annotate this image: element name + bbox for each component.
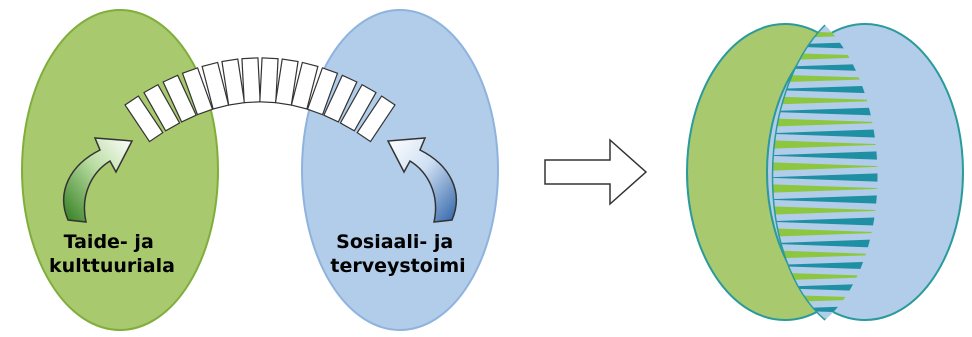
zigzag-stripe bbox=[772, 151, 878, 160]
bridge-segment bbox=[241, 57, 261, 104]
bridge-segment bbox=[181, 67, 214, 116]
zigzag-stripe bbox=[772, 107, 878, 116]
left-domain-label-line2: kulttuuriala bbox=[49, 255, 175, 277]
bridge-segment bbox=[201, 61, 230, 110]
transition-arrow bbox=[544, 138, 648, 206]
right-domain-ellipse bbox=[301, 9, 499, 331]
overlap-lens-outline bbox=[771, 24, 826, 321]
bridge-segment bbox=[259, 57, 279, 104]
right-domain-label-line2: terveystoimi bbox=[330, 255, 465, 277]
bridge-segment bbox=[221, 58, 246, 106]
bridge-connector bbox=[124, 57, 396, 143]
left-curved-arrow bbox=[63, 137, 134, 223]
bridge-segment bbox=[290, 61, 319, 110]
right-domain-label: Sosiaali- ja terveystoimi bbox=[330, 231, 465, 277]
bridge-segment bbox=[356, 95, 396, 143]
bridge-segment bbox=[339, 83, 377, 132]
left-domain-label-line1: Taide- ja bbox=[64, 231, 154, 253]
zigzag-stripe bbox=[772, 162, 878, 171]
bridge-segment bbox=[124, 95, 164, 143]
zigzag-stripe bbox=[772, 140, 878, 149]
left-domain-ellipse bbox=[21, 9, 219, 331]
zigzag-stripe bbox=[772, 228, 878, 237]
right-domain-label-line1: Sosiaali- ja bbox=[336, 231, 453, 253]
right-curved-arrow bbox=[386, 137, 457, 223]
bridge-segment bbox=[306, 67, 339, 116]
zigzag-stripe bbox=[772, 261, 878, 270]
bridge-segment bbox=[162, 74, 197, 123]
zigzag-stripe bbox=[772, 96, 878, 105]
zigzag-stripe bbox=[772, 250, 878, 259]
zigzag-stripe bbox=[772, 173, 878, 182]
zigzag-stripe bbox=[772, 118, 878, 127]
left-domain-label: Taide- ja kulttuuriala bbox=[49, 231, 175, 277]
zigzag-stripe bbox=[772, 129, 878, 138]
zigzag-stripe bbox=[772, 184, 878, 193]
zigzag-stripe bbox=[772, 85, 878, 94]
zigzag-stripe bbox=[772, 74, 878, 83]
zigzag-stripe bbox=[772, 217, 878, 226]
zigzag-stripe bbox=[772, 206, 878, 215]
zigzag-stripe bbox=[772, 239, 878, 248]
bridge-segment bbox=[274, 58, 299, 106]
zigzag-stripe bbox=[772, 195, 878, 204]
bridge-segment bbox=[323, 74, 358, 123]
bridge-segment bbox=[143, 83, 181, 132]
